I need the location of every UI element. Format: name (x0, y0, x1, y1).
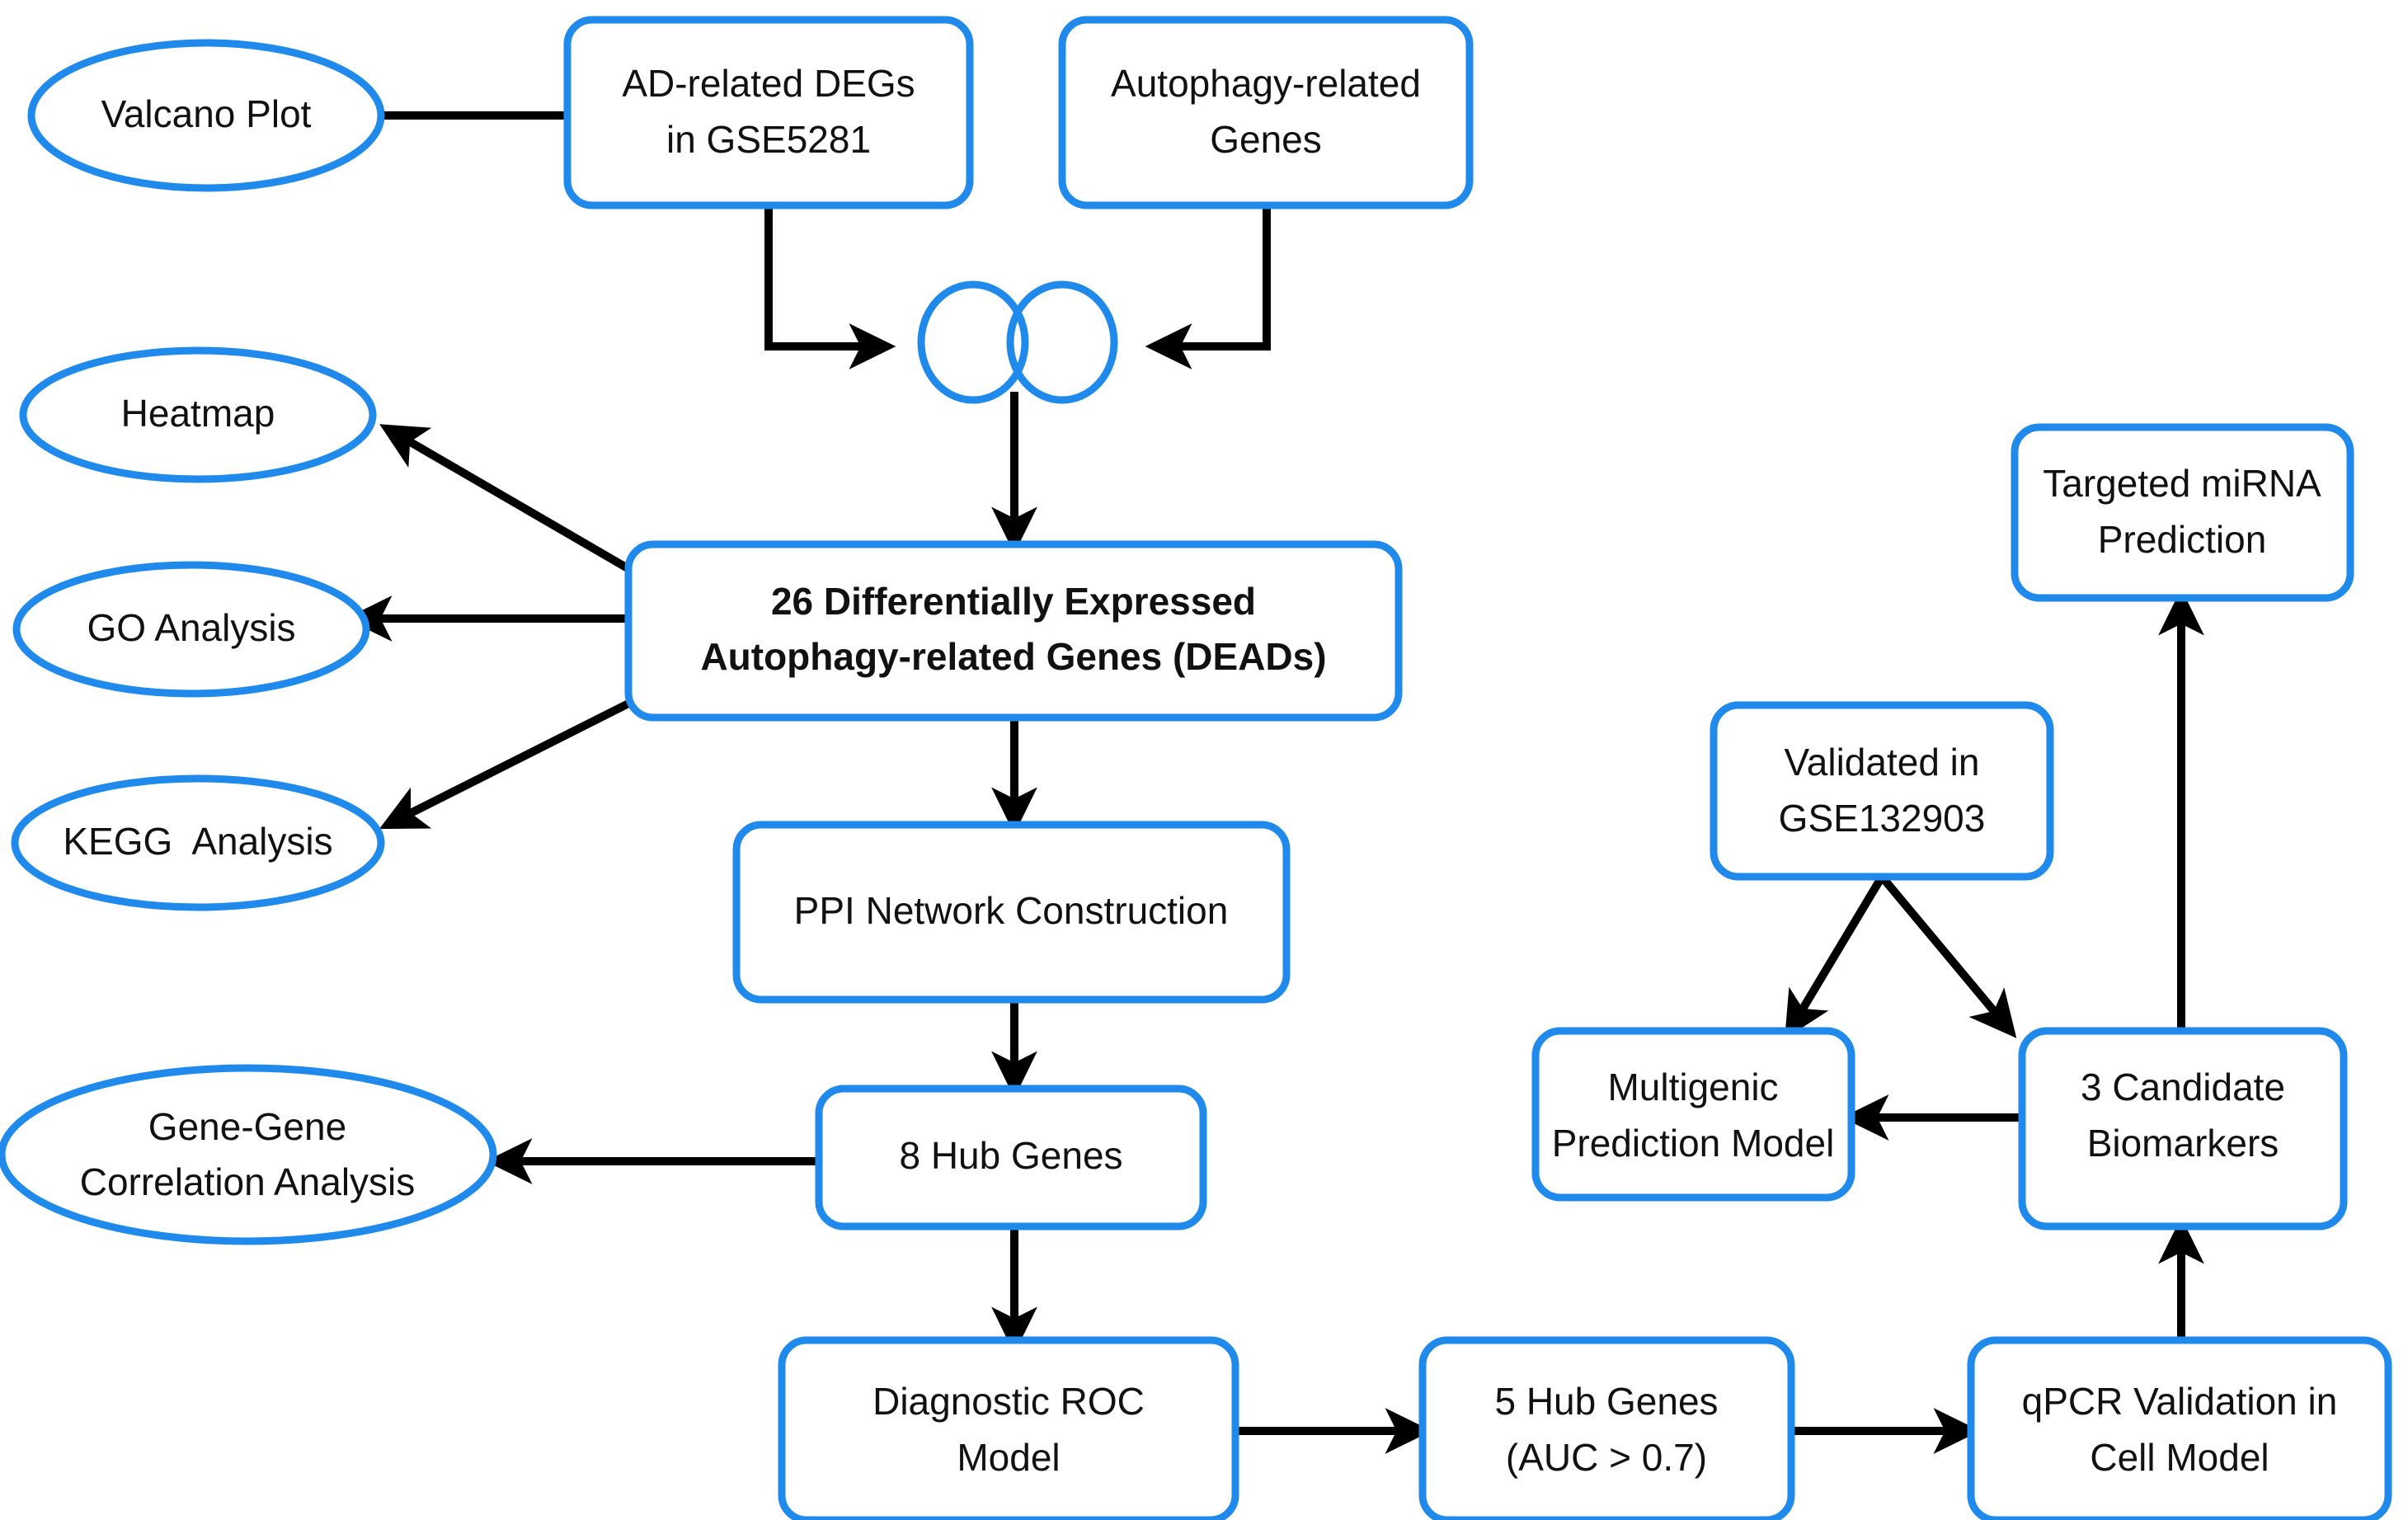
gene-correlation-label-line2: Correlation Analysis (80, 1160, 416, 1203)
candidate-biomarkers-label-line2: Biomarkers (2087, 1122, 2279, 1165)
edge-validated-to-multigenic (1785, 874, 1886, 1039)
node-mirna-prediction[interactable]: Targeted miRNA Prediction (2011, 423, 2354, 602)
autophagy-related-genes-box[interactable] (1058, 16, 1474, 209)
autophagy-related-genes-label-line1: Autophagy-related (1111, 62, 1421, 105)
gene-correlation-ellipse[interactable] (0, 1064, 497, 1245)
node-roc-model[interactable]: Diagnostic ROC Model (778, 1336, 1239, 1520)
edge-ad-degs-to-venn (764, 204, 896, 369)
node-multigenic-model[interactable]: Multigenic Prediction Model (1531, 1027, 1855, 1202)
node-gene-correlation[interactable]: Gene-Gene Correlation Analysis (0, 1064, 497, 1245)
ad-related-degs-label-line2: in GSE5281 (666, 118, 871, 161)
ppi-network-box[interactable] (732, 821, 1291, 1004)
validated-gse132903-label-line2: GSE132903 (1779, 797, 1986, 840)
edge-deads-to-kegg (379, 691, 647, 830)
autophagy-related-genes-label-line2: Genes (1210, 118, 1322, 161)
kegg-analysis-label: KEGG Analysis (63, 820, 332, 863)
heatmap-label: Heatmap (121, 392, 275, 435)
hub-genes-8-label: 8 Hub Genes (899, 1134, 1122, 1177)
validated-gse132903-label-line1: Validated in (1785, 741, 1980, 784)
hub-genes-8-box[interactable] (815, 1085, 1207, 1231)
node-hub-genes-5[interactable]: 5 Hub Genes (AUC > 0.7) (1418, 1336, 1795, 1520)
roc-model-label-line2: Model (957, 1436, 1060, 1479)
deads-label-line2: Autophagy-related Genes (DEADs) (700, 635, 1326, 678)
venn-circle-right-icon (1006, 280, 1118, 404)
go-analysis-label: GO Analysis (87, 606, 295, 649)
mirna-prediction-label-line1: Targeted miRNA (2043, 462, 2321, 505)
candidate-biomarkers-box[interactable] (2018, 1027, 2348, 1231)
qpcr-validation-box[interactable] (1967, 1336, 2392, 1520)
venn-circle-left-icon (917, 280, 1029, 404)
ppi-network-label: PPI Network Construction (794, 889, 1229, 932)
node-go-analysis[interactable]: GO Analysis (12, 561, 370, 698)
edge-deads-to-heatmap (379, 424, 646, 581)
mirna-prediction-label-line2: Prediction (2098, 518, 2267, 561)
node-qpcr-validation[interactable]: qPCR Validation in Cell Model (1967, 1336, 2392, 1520)
validated-gse132903-box[interactable] (1710, 701, 2054, 881)
go-analysis-ellipse[interactable] (12, 561, 370, 698)
qpcr-validation-label-line2: Cell Model (2090, 1436, 2269, 1479)
multigenic-model-label-line2: Prediction Model (1552, 1122, 1835, 1165)
hub-genes-5-box[interactable] (1418, 1336, 1795, 1520)
node-hub-genes-8[interactable]: 8 Hub Genes (815, 1085, 1207, 1231)
ad-related-degs-box[interactable] (563, 16, 974, 209)
multigenic-model-label-line1: Multigenic (1607, 1066, 1778, 1108)
node-candidate-biomarkers[interactable]: 3 Candidate Biomarkers (2018, 1027, 2348, 1231)
multigenic-model-box[interactable] (1531, 1027, 1855, 1202)
node-venn-intersection[interactable] (917, 280, 1118, 404)
roc-model-box[interactable] (778, 1336, 1239, 1520)
volcano-plot-ellipse[interactable] (27, 39, 385, 192)
edges-layer (209, 92, 2204, 1454)
node-kegg-analysis[interactable]: KEGG Analysis (11, 774, 385, 911)
heatmap-ellipse[interactable] (19, 346, 377, 483)
node-deads[interactable]: 26 Differentially Expressed Autophagy-re… (624, 540, 1403, 722)
node-validated-gse132903[interactable]: Validated in GSE132903 (1710, 701, 2054, 881)
gene-correlation-label-line1: Gene-Gene (148, 1105, 346, 1148)
node-ad-related-degs[interactable]: AD-related DEGs in GSE5281 (563, 16, 974, 209)
node-ppi-network[interactable]: PPI Network Construction (732, 821, 1291, 1004)
hub-genes-5-label-line2: (AUC > 0.7) (1506, 1436, 1707, 1479)
qpcr-validation-label-line1: qPCR Validation in (2022, 1380, 2338, 1423)
edge-autophagy-to-venn (1145, 204, 1271, 369)
deads-box[interactable] (624, 540, 1403, 722)
candidate-biomarkers-label-line1: 3 Candidate (2081, 1066, 2285, 1108)
roc-model-label-line1: Diagnostic ROC (872, 1380, 1145, 1423)
ad-related-degs-label-line1: AD-related DEGs (622, 62, 915, 105)
edge-validated-to-biomarkers (1879, 873, 2017, 1038)
node-autophagy-related-genes[interactable]: Autophagy-related Genes (1058, 16, 1474, 209)
deads-label-line1: 26 Differentially Expressed (771, 580, 1256, 623)
mirna-prediction-box[interactable] (2011, 423, 2354, 602)
kegg-analysis-ellipse[interactable] (11, 774, 385, 911)
volcano-plot-label: Valcano Plot (101, 92, 312, 135)
hub-genes-5-label-line1: 5 Hub Genes (1494, 1380, 1718, 1423)
node-volcano-plot[interactable]: Valcano Plot (27, 39, 385, 192)
node-heatmap[interactable]: Heatmap (19, 346, 377, 483)
